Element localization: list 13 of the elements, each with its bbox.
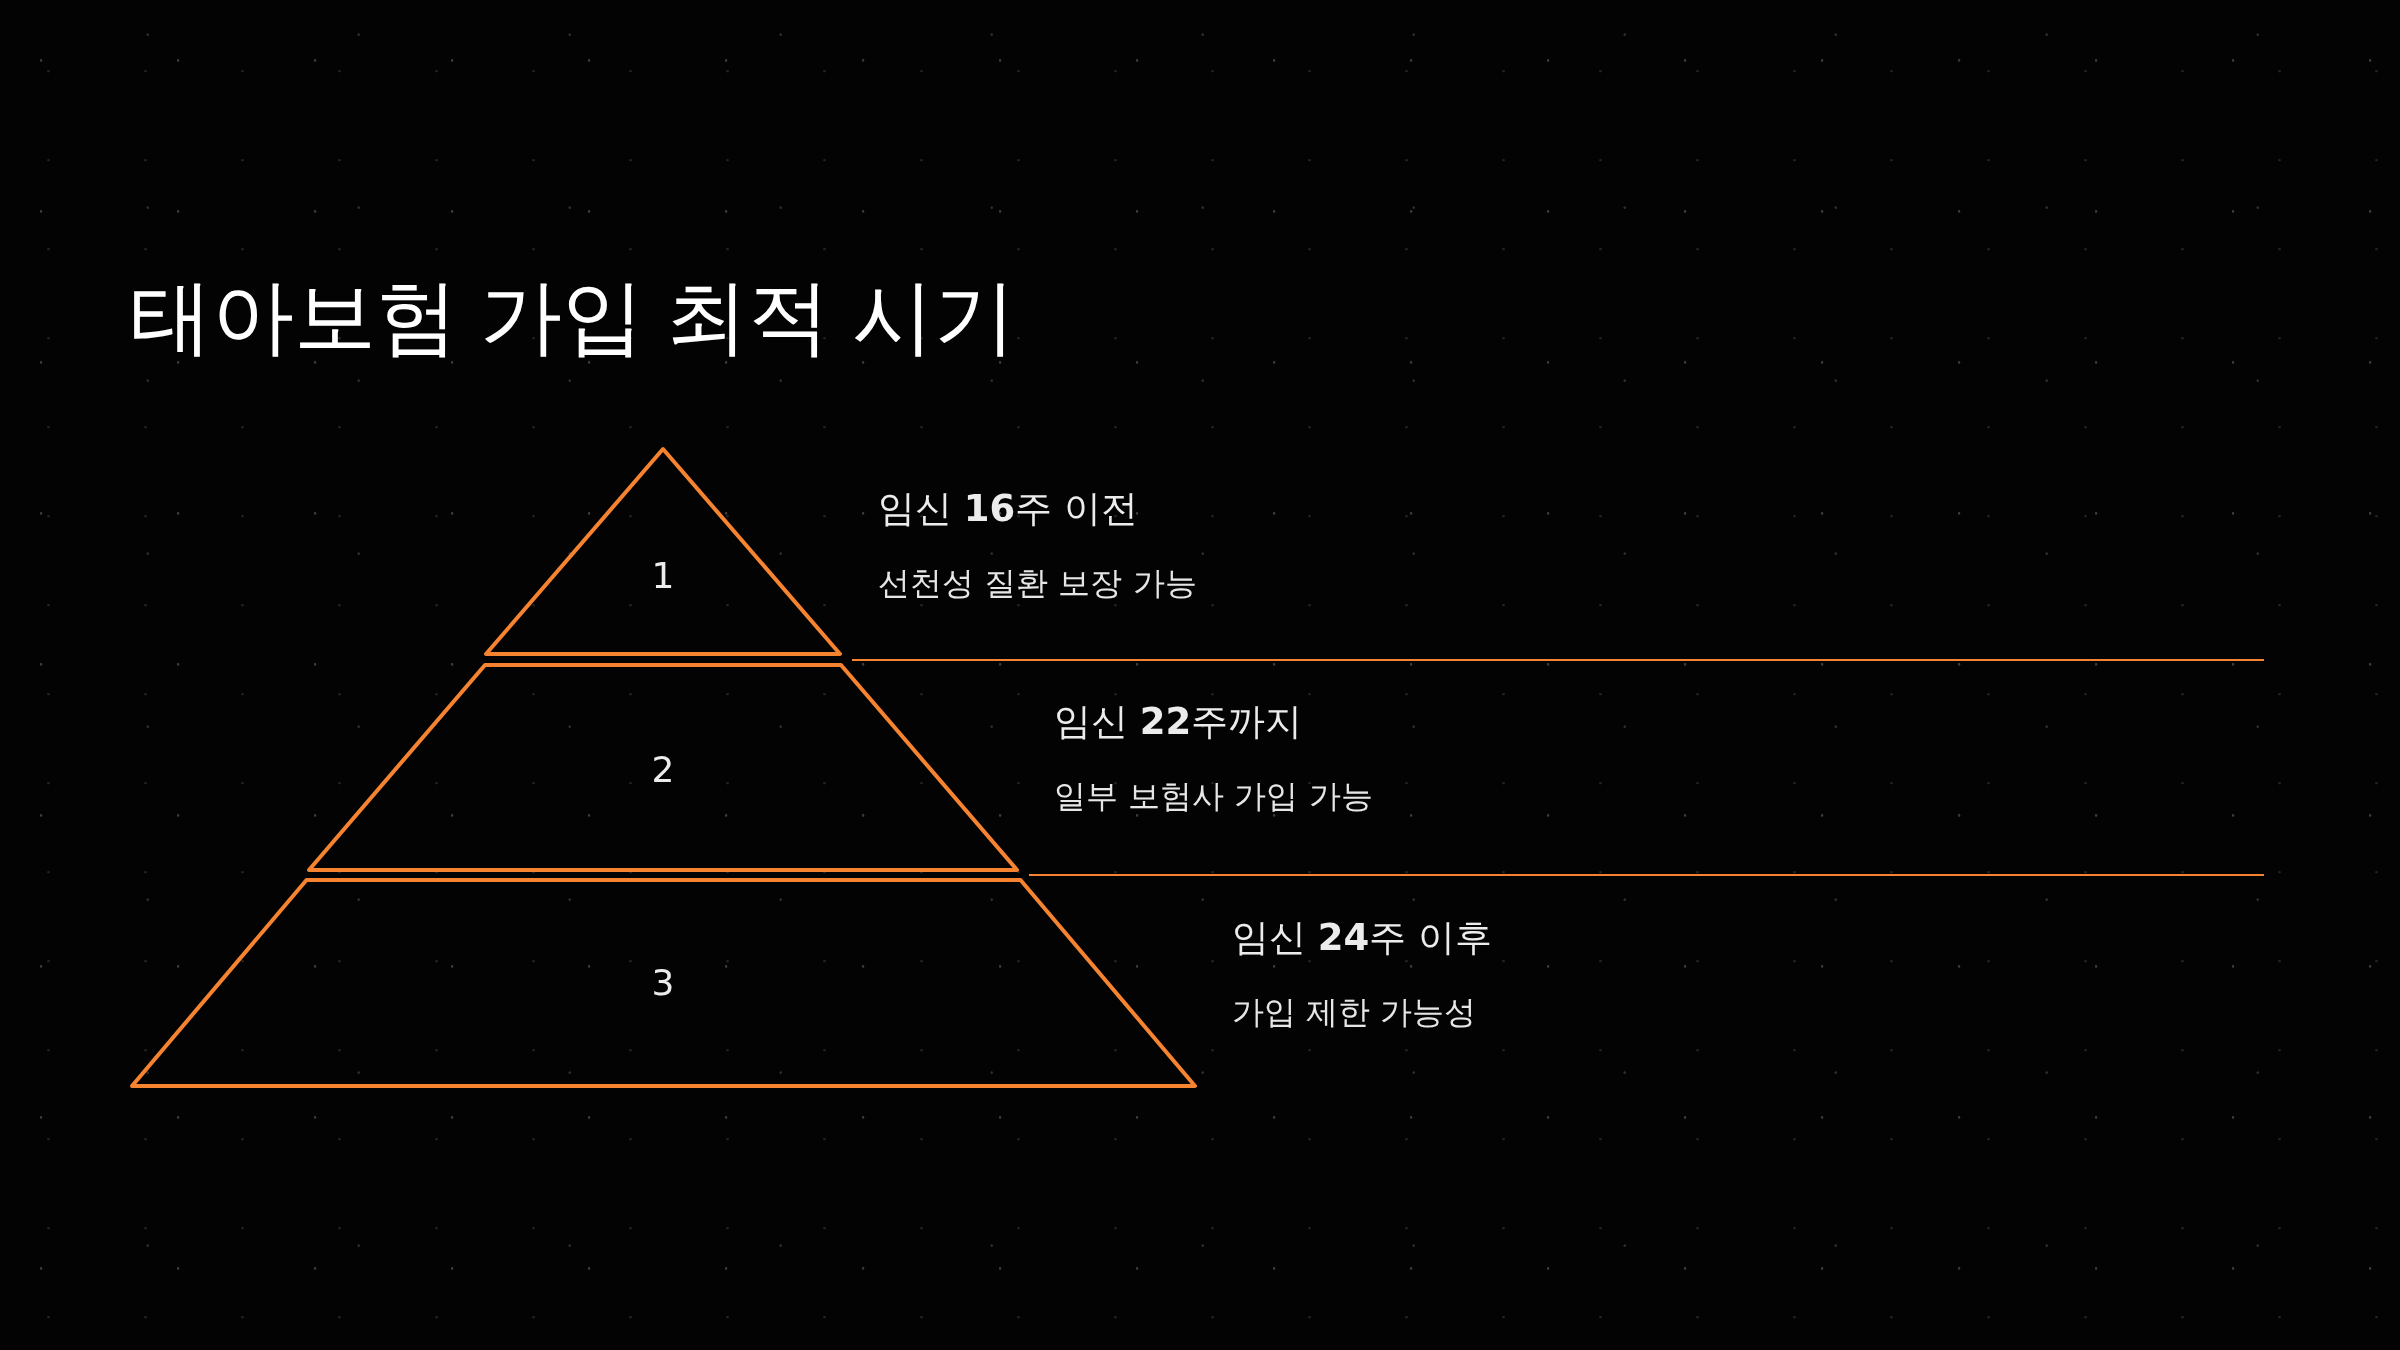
tier-number: 3 [651, 961, 675, 1005]
pyramid-tier [306, 662, 1020, 873]
tier-number: 2 [651, 748, 675, 792]
tier-description: 일부 보험사 가입 가능 [1054, 777, 1373, 816]
tier-description: 선천성 질환 보장 가능 [878, 564, 1197, 603]
tier-description: 가입 제한 가능성 [1232, 993, 1477, 1032]
tier-heading: 임신 22주까지 [1054, 700, 1303, 745]
slide-title: 태아보험 가입 최적 시기 [130, 268, 1017, 366]
pyramid-tier [483, 446, 843, 657]
pyramid-tier [128, 877, 1198, 1089]
tier-heading: 임신 16주 이전 [878, 487, 1139, 532]
tier-heading: 임신 24주 이후 [1232, 916, 1493, 961]
tier-number: 1 [651, 554, 675, 598]
